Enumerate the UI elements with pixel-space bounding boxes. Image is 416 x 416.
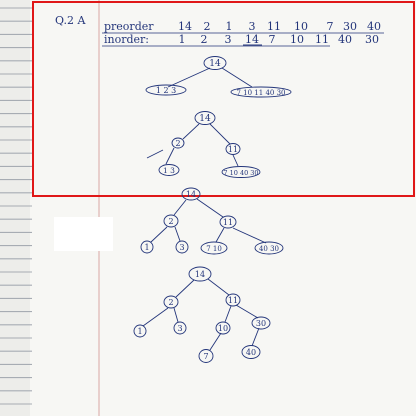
preorder-value: 10	[294, 20, 308, 33]
tree4-rl: 10	[218, 324, 228, 333]
tree-step-2	[146, 111, 261, 178]
preorder-value: 7	[327, 20, 334, 33]
tree3-rl: 7 10	[206, 245, 222, 253]
preorder-value: 40	[367, 20, 381, 33]
node-left	[171, 137, 185, 149]
preorder-value: 3	[249, 20, 256, 33]
node-lr	[173, 321, 187, 335]
preorder-values: 14 2 1 3 11 10 7 30 40	[178, 20, 381, 33]
inorder-value: 1	[179, 33, 186, 46]
preorder-value: 2	[204, 20, 211, 33]
inorder-value: 14	[245, 33, 259, 46]
node-right	[219, 215, 237, 229]
node-root	[203, 56, 227, 70]
tree1-root: 14	[209, 59, 221, 69]
tree4-rll: 7	[203, 352, 208, 361]
node-rll	[198, 349, 214, 363]
question-label: Q.2 A	[55, 14, 86, 27]
node-right	[225, 143, 241, 155]
node-left	[163, 214, 179, 228]
preorder-value: 30	[343, 20, 357, 33]
inorder-value: 11	[315, 33, 329, 46]
node-rl	[200, 241, 228, 255]
tree-step-1	[145, 56, 292, 98]
inorder-value: 40	[338, 33, 352, 46]
tree3-right: 11	[223, 218, 233, 227]
tree1-left-group: 1 2 3	[156, 86, 176, 95]
inorder-value: 30	[365, 33, 379, 46]
node-lr	[175, 240, 189, 254]
node-rr	[251, 316, 271, 330]
paper-sheet	[30, 0, 416, 416]
inorder-values: 1 2 3 14 7 10 11 40 30	[179, 33, 380, 46]
node-ll	[140, 240, 154, 254]
tree2-right-group: 7 10 40 30	[223, 169, 258, 177]
inorder-value: 7	[269, 33, 276, 46]
node-left-group	[145, 84, 187, 96]
tree3-root: 14	[186, 190, 196, 199]
tree4-lr: 3	[177, 324, 182, 333]
node-rrl	[241, 345, 261, 359]
preorder-label: preorder	[104, 20, 154, 33]
inorder-label: inorder:	[104, 33, 149, 46]
inorder-value: 10	[290, 33, 304, 46]
tree4-rr: 30	[256, 319, 266, 328]
node-left	[163, 295, 179, 309]
tree4-root: 14	[195, 270, 205, 279]
tree1-right-group: 7 10 11 40 30	[237, 89, 286, 97]
tree4-rrl: 40	[246, 348, 256, 357]
tree2-left: 2	[175, 139, 180, 148]
tree2-left-group: 1 3	[163, 166, 175, 175]
highlight-box	[32, 1, 415, 197]
tree4-ll: 1	[137, 327, 142, 336]
preorder-value: 1	[226, 20, 233, 33]
node-root	[181, 187, 201, 201]
tree3-lr: 3	[179, 243, 184, 252]
tree4-right: 11	[228, 296, 238, 305]
tree3-rr: 40 30	[259, 245, 279, 253]
node-rl	[215, 321, 231, 335]
inorder-value: 3	[225, 33, 232, 46]
tree4-left: 2	[168, 298, 173, 307]
inorder-value: 2	[201, 33, 208, 46]
node-right	[225, 293, 241, 307]
preorder-value: 14	[178, 20, 192, 33]
tree3-left: 2	[168, 217, 173, 226]
tree-step-3	[140, 187, 284, 255]
node-root	[194, 111, 216, 125]
ruled-lines	[0, 7, 32, 405]
redaction-patch	[54, 217, 113, 251]
node-root	[188, 266, 212, 282]
node-right-group	[221, 166, 261, 178]
node-right-group	[230, 86, 292, 98]
node-left-group	[158, 164, 180, 176]
tree-step-4	[133, 266, 271, 363]
tree2-right: 11	[228, 145, 238, 154]
tree2-root: 14	[199, 114, 211, 124]
node-ll	[133, 324, 147, 338]
node-rr	[254, 241, 284, 255]
tree3-ll: 1	[144, 243, 149, 252]
preorder-value: 11	[267, 20, 281, 33]
